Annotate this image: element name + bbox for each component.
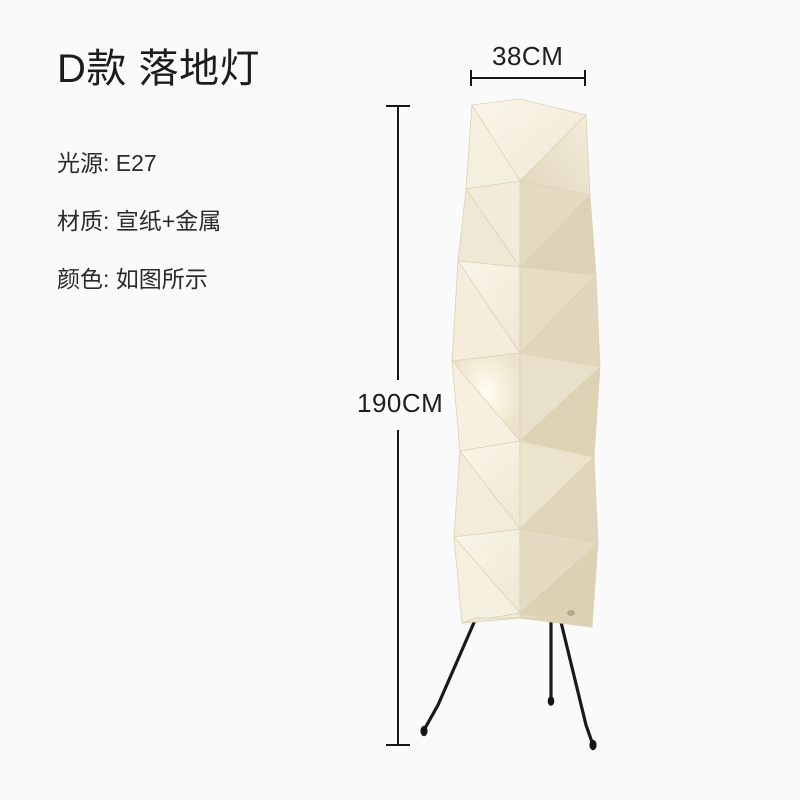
lamp-feet [420,696,597,751]
height-dimension-cap-top [386,105,410,107]
spec-color: 颜色: 如图所示 [57,266,208,292]
spec-material: 材质: 宣纸+金属 [57,208,222,234]
height-dimension-cap-bottom [386,744,410,746]
height-dimension-line-lower [397,430,399,746]
lamp-legs [422,616,595,747]
lamp-tier-3 [451,352,601,458]
spec-light-source: 光源: E27 [57,150,157,176]
width-dimension-line [470,70,586,86]
lamp-tier-2 [451,259,601,368]
floor-lamp-illustration [400,85,660,765]
spec-panel: D款 落地灯 光源: E27 材质: 宣纸+金属 颜色: 如图所示 [57,44,357,292]
lamp-tier-5 [453,528,599,628]
height-dimension-label: 190CM [357,388,444,418]
page-title: D款 落地灯 [57,47,260,91]
lamp-tier-1 [457,98,597,276]
lamp-tier-4 [453,440,599,544]
width-dimension-label: 38CM [492,41,564,71]
height-dimension-line-upper [397,105,399,380]
lamp-tier-6 [461,612,593,628]
cord-grommet [567,610,575,616]
